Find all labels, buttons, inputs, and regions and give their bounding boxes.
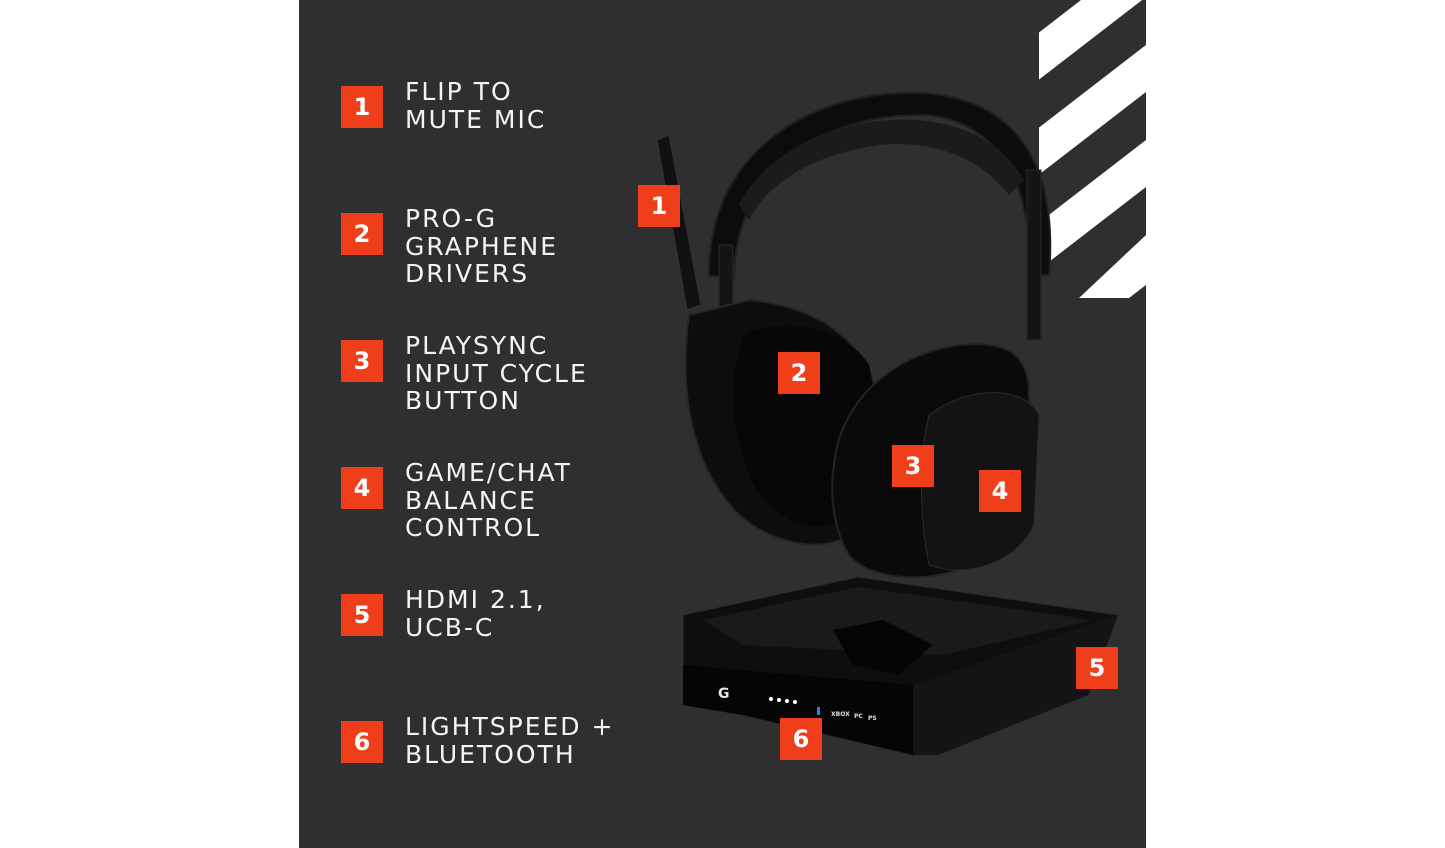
callout-2: 2 [778, 352, 820, 394]
feature-number-badge: 4 [341, 467, 383, 509]
callout-5: 5 [1076, 647, 1118, 689]
product-feature-panel: 1 FLIP TO MUTE MIC 2 PRO-G GRAPHENE DRIV… [299, 0, 1146, 848]
callout-badge: 4 [979, 470, 1021, 512]
feature-label: PLAYSYNC INPUT CYCLE BUTTON [405, 331, 588, 415]
input-label-ps: PS [868, 715, 877, 722]
feature-item-5: 5 HDMI 2.1, UCB-C [341, 586, 546, 641]
callout-3: 3 [892, 445, 934, 487]
feature-item-2: 2 PRO-G GRAPHENE DRIVERS [341, 205, 558, 288]
feature-label: HDMI 2.1, UCB-C [405, 585, 546, 642]
feature-item-3: 3 PLAYSYNC INPUT CYCLE BUTTON [341, 332, 588, 415]
callout-6: 6 [780, 718, 822, 760]
callout-badge: 3 [892, 445, 934, 487]
feature-label: FLIP TO MUTE MIC [405, 77, 547, 134]
base-station-image: G XBOX PC PS [683, 576, 1118, 756]
feature-item-6: 6 LIGHTSPEED + BLUETOOTH [341, 713, 614, 768]
led-indicators [769, 697, 797, 704]
callout-1: 1 [638, 185, 680, 227]
feature-number-badge: 6 [341, 721, 383, 763]
input-label-pc: PC [854, 713, 863, 720]
feature-item-1: 1 FLIP TO MUTE MIC [341, 78, 546, 133]
feature-label: LIGHTSPEED + BLUETOOTH [405, 712, 615, 769]
feature-label: PRO-G GRAPHENE DRIVERS [405, 204, 558, 288]
feature-item-4: 4 GAME/CHAT BALANCE CONTROL [341, 459, 572, 542]
bluetooth-icon [817, 707, 820, 715]
logitech-g-logo: G [718, 686, 730, 702]
feature-number-badge: 2 [341, 213, 383, 255]
callout-badge: 6 [780, 718, 822, 760]
feature-number-badge: 1 [341, 86, 383, 128]
feature-label: GAME/CHAT BALANCE CONTROL [405, 458, 572, 542]
callout-badge: 5 [1076, 647, 1118, 689]
callout-badge: 1 [638, 185, 680, 227]
input-label-xbox: XBOX [831, 711, 850, 718]
feature-number-badge: 3 [341, 340, 383, 382]
callout-4: 4 [979, 470, 1021, 512]
feature-number-badge: 5 [341, 594, 383, 636]
callout-badge: 2 [778, 352, 820, 394]
